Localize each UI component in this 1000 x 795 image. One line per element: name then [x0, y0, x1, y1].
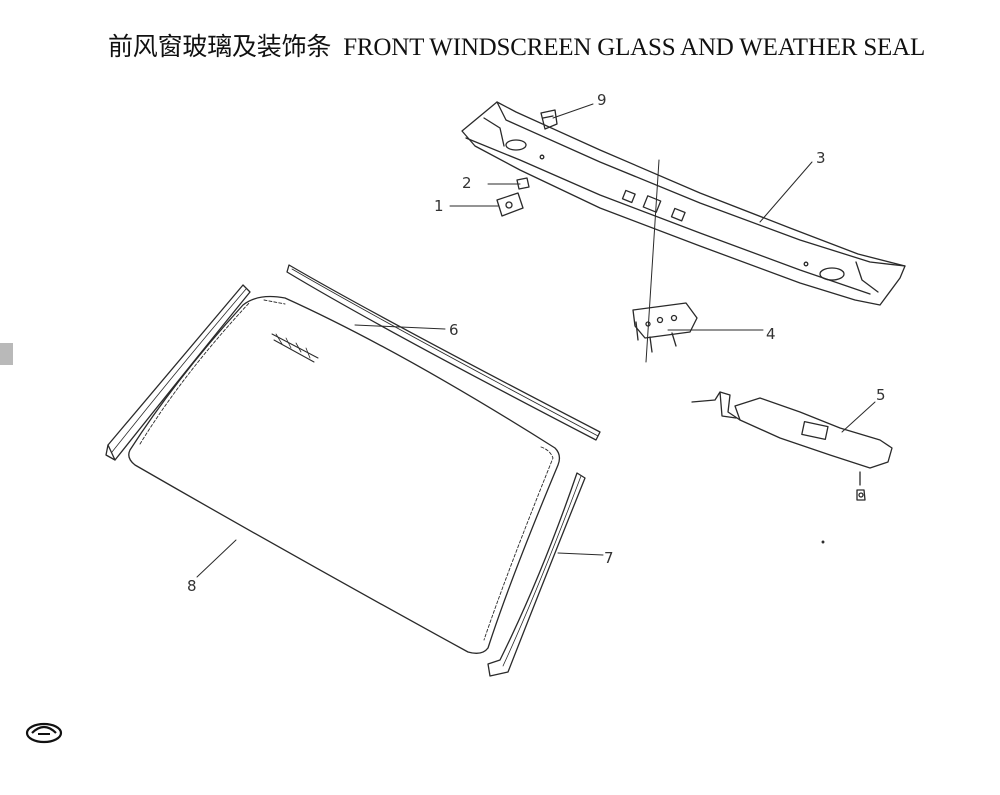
title-en: FRONT WINDSCREEN GLASS AND WEATHER SEAL [343, 34, 926, 61]
leader-lines [196, 103, 876, 578]
part-4-mount-bracket [632, 159, 698, 363]
callout-2: 2 [462, 174, 472, 192]
part-7-side-weather-seal [487, 472, 586, 677]
side-tab [0, 343, 13, 365]
part-5-sun-visor [691, 391, 893, 544]
footer-brand [24, 718, 64, 751]
callout-9: 9 [597, 91, 607, 109]
callout-5: 5 [876, 386, 886, 404]
title-zh: 前风窗玻璃及装饰条 [108, 34, 332, 61]
page-title: 前风窗玻璃及装饰条 FRONT WINDSCREEN GLASS AND WEAT… [108, 27, 925, 63]
left-side-seal [105, 284, 251, 461]
callout-4: 4 [766, 325, 776, 343]
part-9-clip [540, 109, 558, 130]
part-6-upper-weather-seal [286, 264, 601, 441]
part-2-nut [516, 177, 530, 190]
callout-6: 6 [449, 321, 459, 339]
part-8-windscreen-glass [128, 295, 561, 654]
part-3-header-panel [461, 101, 906, 306]
part-1-bracket [496, 192, 524, 217]
brand-logo-icon [25, 722, 63, 744]
callout-1: 1 [434, 197, 444, 215]
callout-8: 8 [187, 577, 197, 595]
callout-7: 7 [604, 549, 614, 567]
callout-3: 3 [816, 149, 826, 167]
